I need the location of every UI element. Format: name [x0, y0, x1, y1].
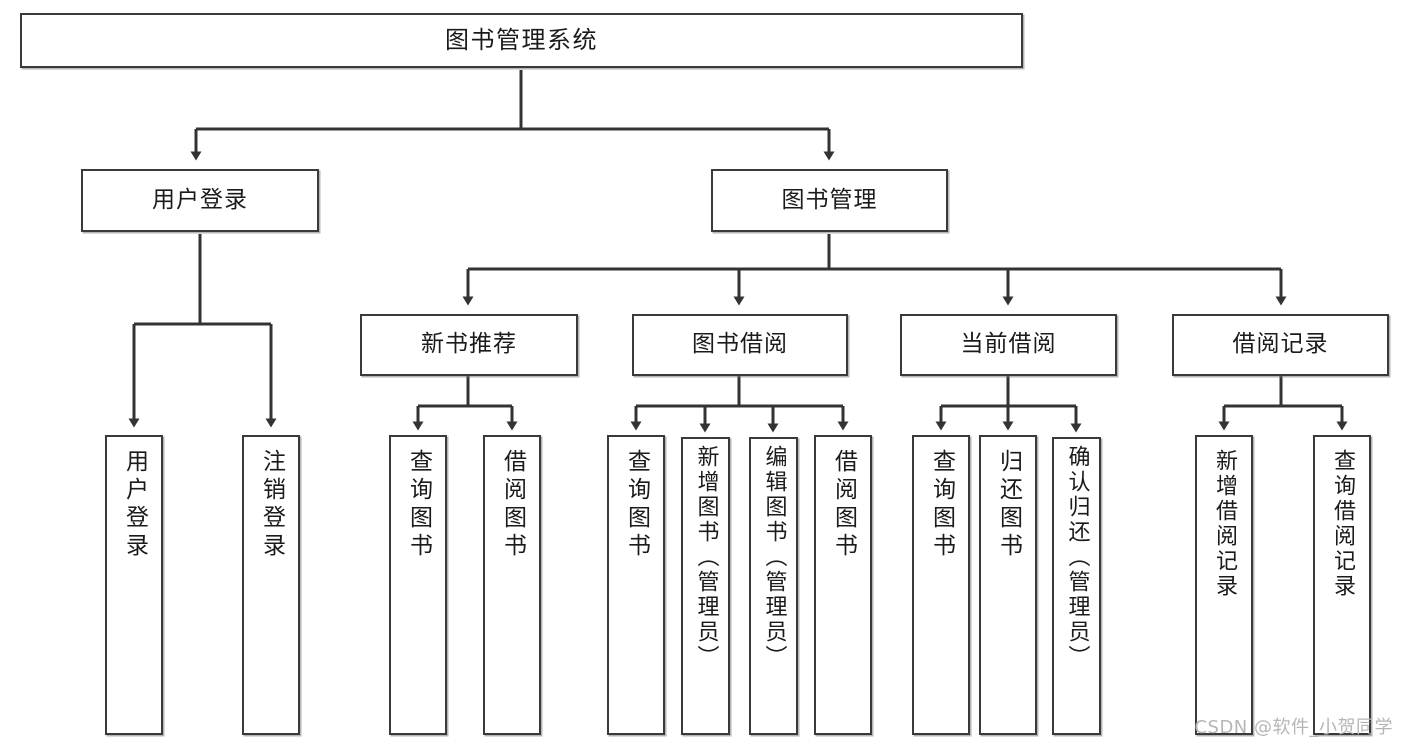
node-leaf-query-book-3-label: 查询图书	[928, 449, 955, 561]
node-book-manage[interactable]: 图书管理	[711, 169, 948, 232]
node-leaf-logout-label: 注销登录	[258, 449, 285, 561]
node-book-borrow[interactable]: 图书借阅	[632, 314, 848, 376]
node-leaf-borrow-book-2[interactable]: 借阅图书	[814, 435, 872, 735]
node-leaf-confirm-return-label: 确认归还（管理员）	[1064, 445, 1090, 670]
node-leaf-borrow-book-1[interactable]: 借阅图书	[483, 435, 541, 735]
node-root[interactable]: 图书管理系统	[20, 13, 1023, 68]
node-leaf-query-book-2[interactable]: 查询图书	[607, 435, 665, 735]
node-leaf-edit-book-label: 编辑图书（管理员）	[761, 445, 787, 670]
node-new-book-rec[interactable]: 新书推荐	[360, 314, 578, 376]
node-leaf-query-record-label: 查询借阅记录	[1330, 449, 1355, 599]
node-leaf-return-book[interactable]: 归还图书	[979, 435, 1037, 735]
node-new-book-rec-label: 新书推荐	[421, 331, 517, 358]
node-leaf-borrow-book-1-label: 借阅图书	[499, 449, 526, 561]
node-leaf-confirm-return[interactable]: 确认归还（管理员）	[1052, 437, 1101, 735]
node-leaf-add-record[interactable]: 新增借阅记录	[1195, 435, 1253, 735]
node-book-manage-label: 图书管理	[781, 186, 878, 213]
node-leaf-add-book-label: 新增图书（管理员）	[693, 445, 719, 670]
node-borrow-record-label: 借阅记录	[1232, 331, 1329, 358]
node-current-borrow-label: 当前借阅	[960, 331, 1057, 358]
node-leaf-add-record-label: 新增借阅记录	[1212, 449, 1237, 599]
node-leaf-edit-book[interactable]: 编辑图书（管理员）	[749, 437, 798, 735]
node-borrow-record[interactable]: 借阅记录	[1172, 314, 1389, 376]
node-user-login-label: 用户登录	[152, 186, 248, 213]
node-leaf-add-book[interactable]: 新增图书（管理员）	[681, 437, 730, 735]
node-user-login[interactable]: 用户登录	[81, 169, 319, 232]
node-leaf-query-book-1[interactable]: 查询图书	[389, 435, 447, 735]
node-leaf-user-login[interactable]: 用户登录	[105, 435, 163, 735]
watermark: CSDN @软件_小贺同学	[1194, 717, 1393, 738]
node-current-borrow[interactable]: 当前借阅	[900, 314, 1117, 376]
node-leaf-query-book-3[interactable]: 查询图书	[912, 435, 970, 735]
node-leaf-user-login-label: 用户登录	[121, 449, 148, 561]
node-leaf-query-book-2-label: 查询图书	[623, 449, 650, 561]
node-leaf-borrow-book-2-label: 借阅图书	[830, 449, 857, 561]
node-leaf-return-book-label: 归还图书	[995, 449, 1022, 561]
node-root-label: 图书管理系统	[445, 26, 598, 55]
node-book-borrow-label: 图书借阅	[692, 331, 788, 358]
node-leaf-logout[interactable]: 注销登录	[242, 435, 300, 735]
node-leaf-query-book-1-label: 查询图书	[405, 449, 432, 561]
node-leaf-query-record[interactable]: 查询借阅记录	[1313, 435, 1371, 735]
